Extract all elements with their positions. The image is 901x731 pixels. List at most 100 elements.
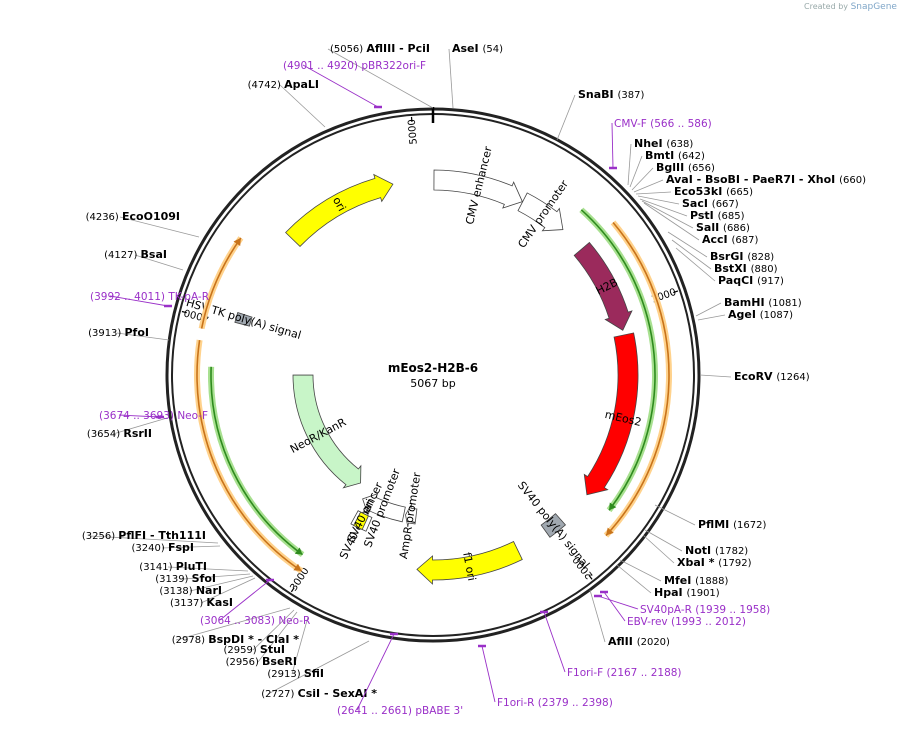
enzyme-leader-line (697, 314, 726, 321)
orf-arrowhead (609, 502, 617, 511)
feature-neor-kanr (292, 374, 362, 489)
enzyme-leader-line (161, 545, 221, 549)
primer-leader-line (356, 633, 395, 711)
primer-leader-line (109, 295, 169, 307)
tick-mark (181, 310, 187, 314)
primer-leader-line (603, 591, 626, 622)
enzyme-label-acci: AccI (687) (702, 233, 758, 246)
primer-leader-line (219, 579, 271, 621)
primer-leader-line (597, 595, 639, 610)
enzyme-label-pflfi-tth111i: (3256) PflFI - Tth111I (82, 529, 206, 542)
feature-meos2 (583, 332, 639, 496)
feature-hsv-tk-poly-a-signal (234, 312, 253, 327)
enzyme-leader-line (183, 573, 251, 580)
feature-cmv-promoter (517, 192, 564, 232)
enzyme-leader-line (279, 84, 326, 128)
orf-arrowhead (293, 563, 302, 571)
enzyme-label-afliii-pcii: (5056) AflIII - PciI (330, 42, 430, 55)
backbone-inner-ring (171, 113, 695, 637)
plasmid-length: 5067 bp (410, 377, 455, 390)
primer-label-neo-f: (3674 .. 3693) Neo-F (99, 410, 208, 422)
primer-label-tk-pa-r: (3992 .. 4011) TK-pA-R (90, 291, 209, 303)
primer-label-neo-r: (3064 .. 3083) Neo-R (200, 615, 310, 627)
enzyme-leader-line (641, 200, 694, 229)
enzyme-label-psti: PstI (685) (690, 209, 745, 222)
enzyme-leader-line (267, 640, 370, 695)
feature-cmv-enhancer (433, 169, 523, 209)
enzyme-leader-line (167, 566, 249, 572)
enzyme-label-nhei: NheI (638) (634, 137, 693, 150)
enzyme-label-snabi: SnaBI (387) (578, 88, 644, 101)
enzyme-leader-line (631, 167, 654, 191)
orf-arc (196, 339, 302, 572)
enzyme-label-aflii: AflII (2020) (608, 635, 670, 648)
enzyme-leader-line (252, 609, 295, 651)
tick-mark (673, 290, 679, 294)
enzyme-leader-line (327, 48, 434, 109)
enzyme-label-avai-bsobi-paer7i-xhoi: AvaI - BsoBI - PaeR7I - XhoI (660) (666, 173, 866, 186)
enzyme-label-ecoo109i: (4236) EcoO109I (86, 210, 180, 223)
enzyme-label-bglii: BglII (656) (656, 161, 715, 174)
enzyme-label-rsrii: (3654) RsrII (87, 427, 152, 440)
orf-arrowhead (294, 547, 303, 555)
enzyme-leader-line (112, 417, 168, 435)
orf-arrowhead (605, 527, 614, 536)
enzyme-label-noti: NotI (1782) (685, 544, 748, 557)
primer-label-pbabe-3: (2641 .. 2661) pBABE 3' (337, 705, 463, 717)
enzyme-leader-line (134, 254, 184, 271)
enzyme-leader-line (671, 239, 712, 270)
enzyme-label-pfoi: (3913) PfoI (88, 326, 149, 339)
snapgene-logo-text: SnapGene (850, 2, 897, 12)
enzyme-leader-line (175, 607, 291, 641)
orf-halo (208, 366, 305, 558)
enzyme-label-paqci: PaqCI (917) (718, 274, 784, 287)
enzyme-label-eco53ki: Eco53kI (665) (674, 185, 753, 198)
enzyme-leader-line (89, 535, 219, 544)
enzyme-label-bsrgi: BsrGI (828) (710, 250, 774, 263)
tick-label-5000: 5000 (407, 119, 420, 145)
feature-label-sv40-poly-a-signal: SV40 poly(A) signal (515, 479, 592, 571)
enzyme-label-bamhi: BamHI (1081) (724, 296, 802, 309)
enzyme-label-bsai: (4127) BsaI (104, 248, 167, 261)
orf-arc (210, 366, 304, 556)
feature-sv40-promoter (362, 493, 406, 523)
enzyme-leader-line (635, 191, 672, 195)
tick-mark (290, 587, 295, 593)
enzyme-label-agei: AgeI (1087) (728, 308, 793, 321)
orf-arc (200, 237, 242, 329)
orf-arrowhead (233, 237, 241, 246)
enzyme-leader-line (616, 564, 652, 594)
credit-text: Created by (804, 2, 849, 11)
enzyme-leader-line (639, 198, 688, 217)
enzyme-leader-line (637, 195, 680, 205)
enzyme-leader-line (654, 504, 696, 526)
enzyme-leader-line (642, 534, 675, 564)
snapgene-credit: Created by SnapGene (804, 2, 897, 12)
feature-label-f1-ori: f1 ori (460, 551, 478, 582)
enzyme-label-kasi: (3137) KasI (170, 596, 233, 609)
primer-label-pbr322ori-f: (4901 .. 4920) pBR322ori-F (283, 60, 426, 72)
enzyme-label-sali: SalI (686) (696, 221, 750, 234)
enzyme-leader-line (448, 48, 454, 109)
feature-sv40-ori (353, 511, 369, 531)
enzyme-leader-line (119, 216, 200, 238)
enzyme-label-pflmi: PflMI (1672) (698, 518, 766, 531)
enzyme-label-mfei: MfeI (1888) (664, 574, 728, 587)
primer-leader-line (543, 611, 566, 673)
orf-arc (580, 209, 656, 511)
enzyme-label-hpai: HpaI (1901) (654, 586, 720, 599)
primer-leader-line (118, 414, 161, 418)
tick-mark (588, 575, 593, 580)
enzyme-label-bseri: (2956) BseRI (226, 655, 297, 668)
enzyme-label-saci: SacI (667) (682, 197, 739, 210)
feature-sv40-poly-a-signal (540, 513, 566, 538)
enzyme-leader-line (643, 202, 700, 241)
enzyme-leader-line (556, 94, 576, 141)
primer-label-f1ori-r: F1ori-R (2379 .. 2398) (497, 697, 613, 709)
enzyme-label-asei: AseI (54) (452, 42, 503, 55)
feature-label-ori: ori (330, 195, 348, 214)
enzyme-leader-line (200, 577, 256, 604)
enzyme-leader-line (667, 231, 708, 258)
